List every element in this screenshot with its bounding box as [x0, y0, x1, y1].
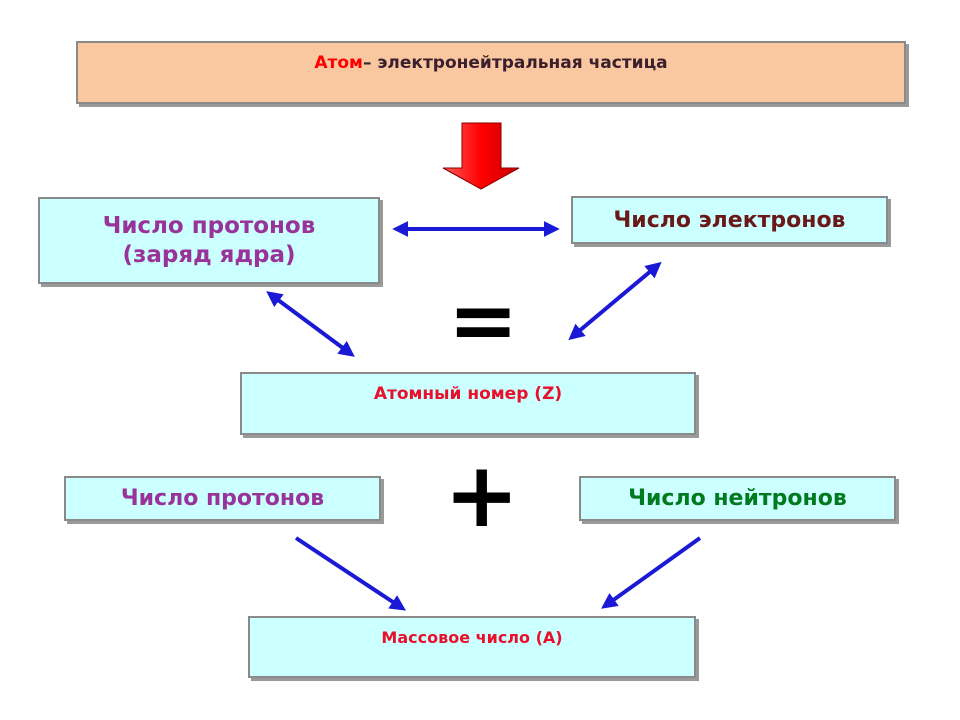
neutrons-mass-arrow [601, 536, 702, 609]
neutrons-box: Число нейтронов [579, 476, 896, 521]
protons-mass-arrow [294, 536, 407, 611]
electrons-label: Число электронов [613, 207, 846, 233]
protons-charge-box: Число протонов (заряд ядра) [38, 197, 380, 284]
protons-atomic-arrow [266, 291, 355, 357]
red-down-arrow [442, 122, 520, 190]
protons-label: Число протонов [102, 212, 316, 239]
title-atom-word: Атом [314, 53, 363, 73]
protons-label-2: Число протонов [120, 486, 325, 511]
nuclear-charge-label: (заряд ядра) [122, 241, 296, 268]
protons-box-2: Число протонов [64, 476, 381, 521]
title-rest-text: – электронейтральная частица [362, 53, 668, 73]
mass-number-label: Массовое число (А) [381, 628, 563, 647]
mass-number-box: Массовое число (А) [248, 616, 696, 678]
plus-sign: + [444, 443, 520, 548]
neutrons-label: Число нейтронов [628, 486, 847, 511]
atomic-number-label: Атомный номер (Z) [373, 384, 563, 404]
equals-sign: = [448, 271, 519, 369]
title-box: Атом – электронейтральная частица [76, 41, 906, 104]
electrons-atomic-arrow [568, 261, 662, 341]
atomic-number-box: Атомный номер (Z) [240, 372, 696, 435]
electrons-box: Число электронов [571, 196, 888, 244]
